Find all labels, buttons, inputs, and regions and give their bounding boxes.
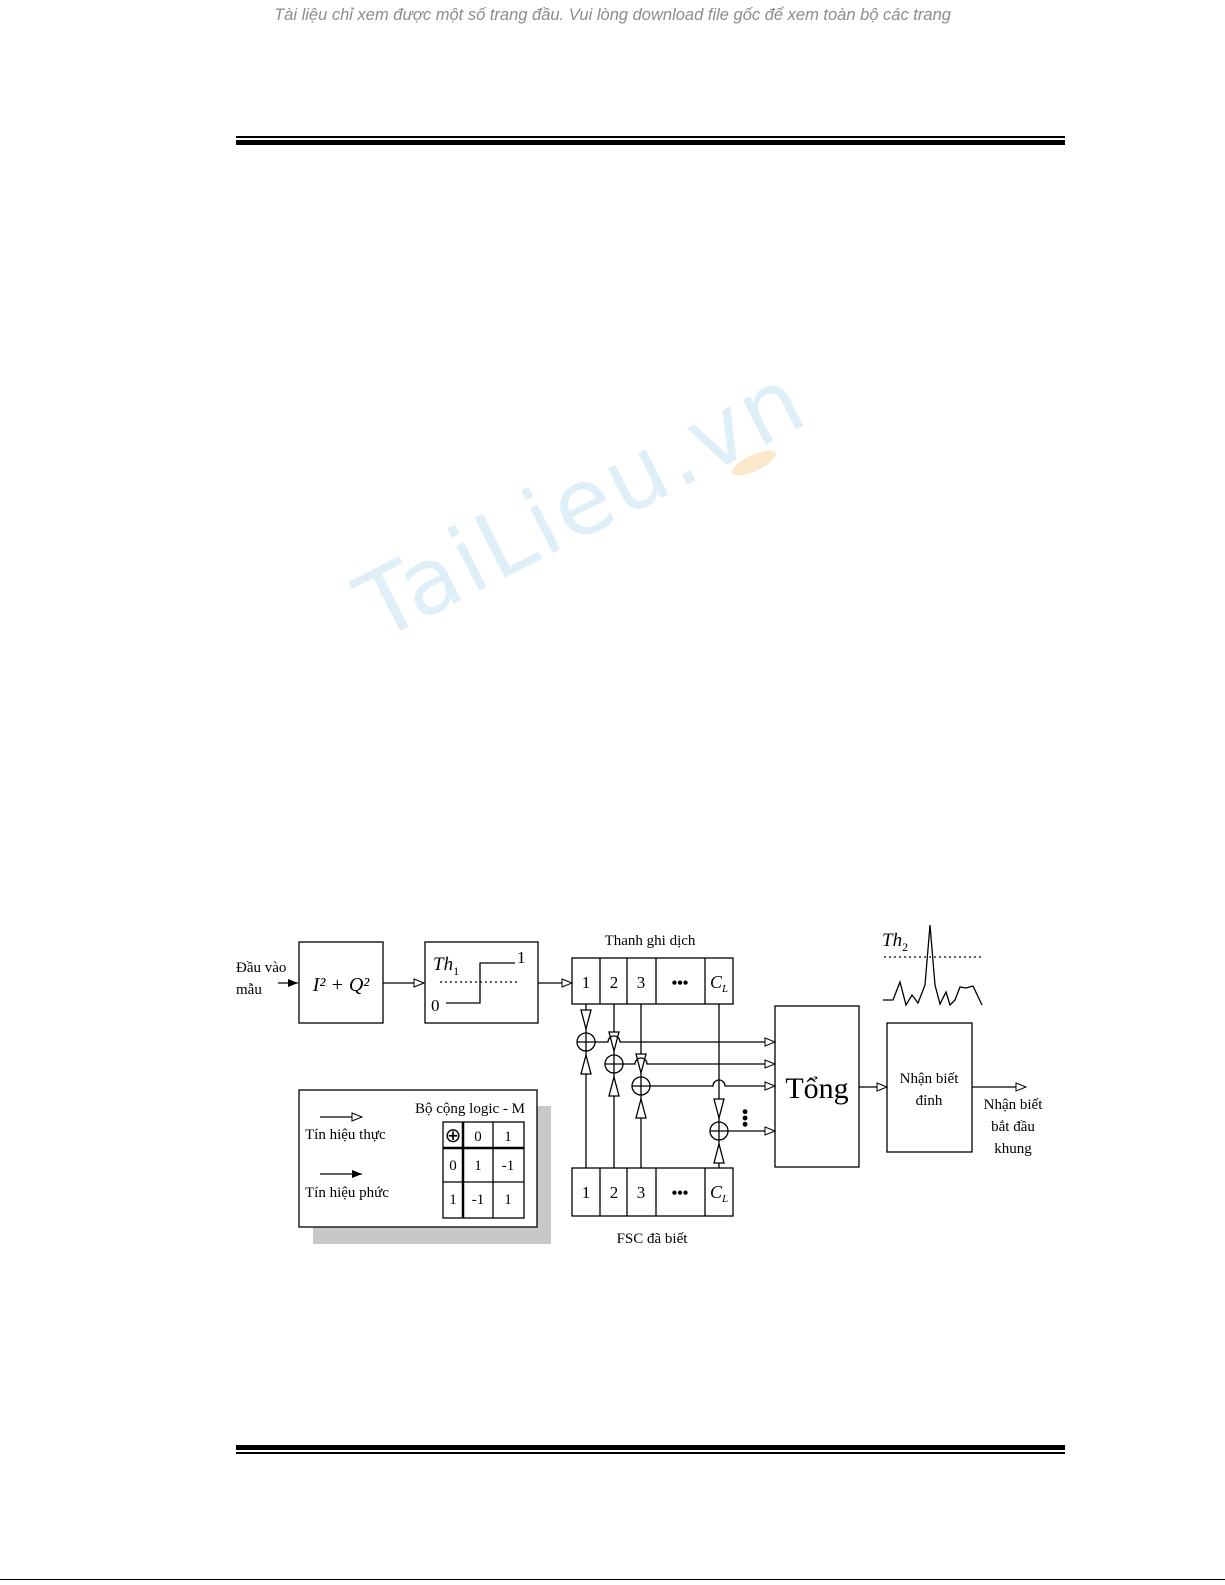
table-row1-val0: -1: [472, 1192, 485, 1208]
table-row1-label: 1: [449, 1192, 457, 1208]
legend-complex-label: Tín hiệu phức: [305, 1185, 389, 1201]
legend-real-label: Tín hiệu thực: [305, 1127, 386, 1143]
known-fsc-register: [571, 1167, 734, 1217]
peak-detect-block: [886, 1022, 973, 1153]
peak-detect-line1: Nhận biết: [900, 1071, 960, 1087]
table-row1-val1: 1: [504, 1192, 512, 1208]
adder-3-output: [650, 1079, 775, 1086]
fsc-cell-dots: •••: [672, 1185, 689, 1202]
legend-title: Bộ cộng logic - M: [415, 1101, 525, 1117]
xor-adder-1: [576, 1009, 596, 1075]
logic-adder-table: ⊕ 0 1 0 1 -1 1 -1 1: [442, 1121, 525, 1219]
adder-1-output: [595, 1035, 775, 1042]
table-header-1: 1: [504, 1129, 512, 1145]
table-row0-val1: -1: [502, 1158, 515, 1174]
sum-block-label: Tổng: [785, 1072, 848, 1105]
shift-cell-last: CL: [710, 972, 728, 995]
shift-register-title: Thanh ghi dịch: [605, 933, 696, 949]
threshold-step: [446, 962, 515, 1004]
table-row0-val0: 1: [474, 1158, 482, 1174]
bottom-rule: [236, 1445, 1065, 1454]
output-line2: bắt đầu: [991, 1119, 1035, 1135]
fsc-cell-last: CL: [710, 1182, 728, 1205]
table-row0-label: 0: [449, 1158, 457, 1174]
table-symbol: ⊕: [445, 1125, 462, 1147]
shift-cell-1: 1: [582, 973, 591, 992]
input-label-line2: mẫu: [236, 982, 262, 998]
shift-register: [571, 957, 734, 1005]
shift-cell-3: 3: [637, 973, 646, 992]
shift-cell-2: 2: [610, 973, 619, 992]
fsc-cell-3: 3: [637, 1183, 646, 1202]
threshold-low: 0: [431, 996, 440, 1015]
peak-graph-label: Th2: [882, 930, 908, 954]
adder-2-output: [623, 1057, 775, 1064]
output-line3: khung: [994, 1141, 1032, 1157]
legend-box: [298, 1089, 538, 1228]
threshold-high: 1: [517, 948, 526, 967]
power-block-label: I² + Q²: [312, 974, 371, 996]
top-rule: [236, 136, 1065, 145]
preview-notice: Tài liệu chỉ xem được một số trang đầu. …: [274, 6, 951, 24]
peak-waveform: [883, 924, 983, 1007]
table-header-0: 0: [474, 1129, 482, 1145]
threshold-label: Th1: [433, 954, 459, 978]
fsc-cell-1: 1: [582, 1183, 591, 1202]
known-fsc-title: FSC đã biết: [617, 1231, 689, 1247]
peak-detect-line2: đỉnh: [916, 1093, 943, 1109]
adder-ellipsis: •••: [735, 1109, 755, 1128]
fsc-cell-2: 2: [610, 1183, 619, 1202]
shift-cell-dots: •••: [672, 975, 689, 992]
output-line1: Nhận biết: [984, 1097, 1044, 1113]
page-edge-line: [0, 1579, 1225, 1580]
input-label-line1: Đầu vào: [236, 960, 286, 976]
xor-adder-last: [709, 1098, 729, 1164]
